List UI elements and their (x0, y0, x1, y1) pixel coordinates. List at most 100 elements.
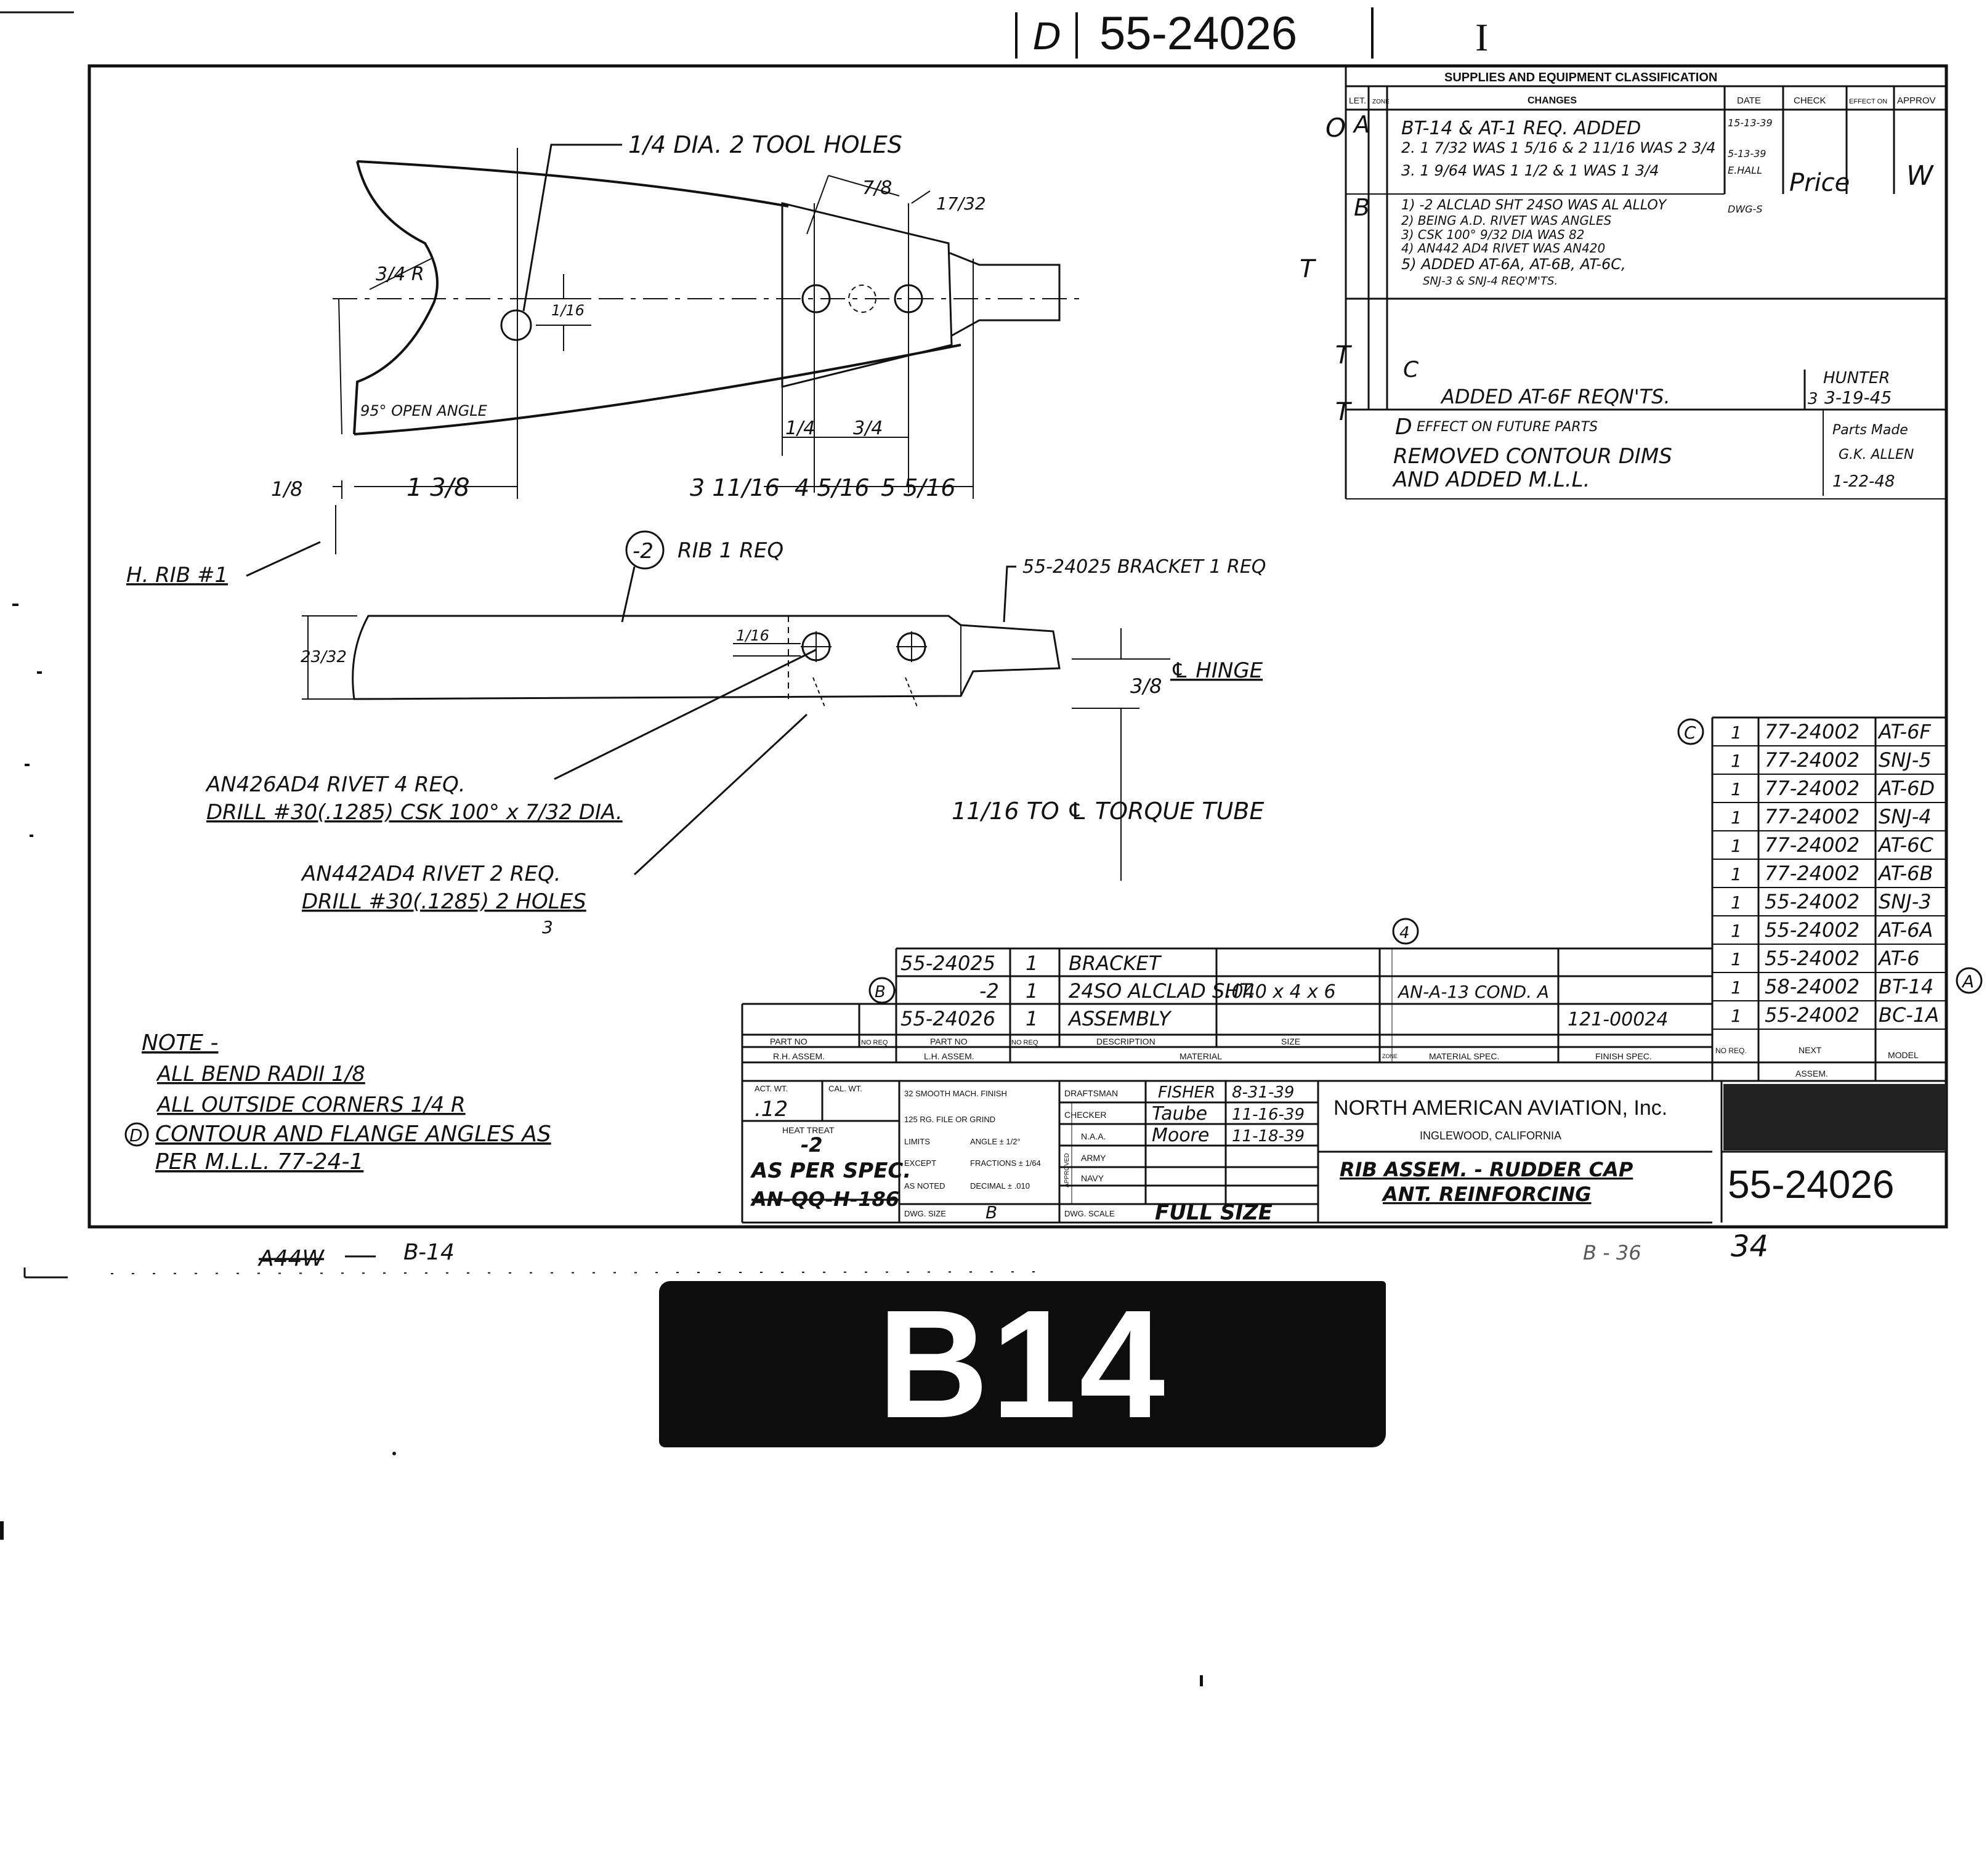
parts-mark-b: B (875, 983, 886, 1001)
parts-size: .040 x 4 x 6 (1226, 981, 1336, 1003)
usage-qty: 1 (1731, 949, 1742, 969)
tb-navy-lbl: NAVY (1081, 1173, 1104, 1183)
usage-model: AT-6B (1877, 862, 1933, 885)
scan-specks (0, 604, 1203, 1686)
rev-b-letter: B (1354, 194, 1370, 221)
margin-marks: O T T T (1300, 113, 1353, 426)
side-view: -2 RIB 1 REQ 55-24025 BRACKET 1 REQ 23/3… (205, 530, 1266, 937)
tb-finish1: 32 SMOOTH MACH. FINISH (904, 1089, 1007, 1098)
rib-semicircle-cutout (353, 161, 439, 435)
tb-spec1: AS PER SPEC. (750, 1158, 911, 1183)
parts-hdr-material: MATERIAL (1180, 1051, 1222, 1061)
usage-model: AT-6C (1877, 833, 1933, 857)
tb-title2: ANT. REINFORCING (1381, 1183, 1592, 1206)
tb-as-noted: AS NOTED (904, 1181, 945, 1191)
parts-req: 1 (1026, 979, 1038, 1003)
rev-b-line1: 1) -2 ALCLAD SHT 24SO WAS AL ALLOY (1401, 198, 1667, 213)
usage-model: BC-1A (1879, 1003, 1939, 1027)
dim-3-8: 3/8 (1130, 674, 1162, 698)
rev-b-line6: SNJ-3 & SNJ-4 REQ'M'TS. (1423, 275, 1558, 288)
parts-hdr-no-req2: NO REQ (1011, 1039, 1038, 1046)
rev-c-date: 3-19-45 (1824, 387, 1892, 408)
tb-angle: ANGLE ± 1/2° (970, 1137, 1021, 1146)
rev-b-line4: 4) AN442 AD4 RIVET WAS AN420 (1401, 241, 1605, 256)
parts-desc: ASSEMBLY (1067, 1007, 1172, 1030)
tb-heat-treat: HEAT TREAT (782, 1125, 835, 1135)
parts-matl: AN-A-13 COND. A (1397, 982, 1549, 1002)
parts-hdr-zone: ZONE (1382, 1053, 1398, 1059)
usage-qty: 1 (1731, 807, 1742, 828)
rev-c-text: ADDED AT-6F REQN'TS. (1440, 385, 1670, 408)
rev-a-date: 15-13-39 (1728, 117, 1773, 129)
dim-5-5-16: 5 5/16 (881, 474, 956, 501)
tb-checker-date: 11-16-39 (1232, 1106, 1305, 1124)
usage-mark-c-bubble (1677, 718, 1704, 745)
usage-mark-c: C (1684, 722, 1696, 743)
parts-hdr-finish-spec: FINISH SPEC. (1595, 1051, 1652, 1061)
usage-qty: 1 (1731, 751, 1742, 771)
parts-hdr-part-no: PART NO (770, 1037, 807, 1046)
rev-c-who: HUNTER (1823, 369, 1890, 387)
parts-mark-b-bubble (868, 977, 896, 1004)
rev-d-letter: D (1395, 414, 1412, 440)
tb-scale-lbl: DWG. SCALE (1064, 1209, 1115, 1218)
tb-draftsman: FISHER (1158, 1083, 1215, 1102)
parts-hdr-lh: L.H. ASSEM. (924, 1051, 974, 1061)
rev-col-zone: ZONE (1372, 99, 1390, 105)
torque-tube-label: 11/16 TO ℄ TORQUE TUBE (952, 798, 1264, 825)
dim-23-32: 23/32 (301, 648, 347, 666)
rivet2-line2: DRILL #30(.1285) 2 HOLES (302, 889, 586, 914)
rev-d-effect: EFFECT ON FUTURE PARTS (1417, 419, 1598, 435)
bottom-right-num: 34 (1731, 1229, 1768, 1264)
parts-mark-4-bubble (1392, 918, 1419, 945)
rev-c-letter: C (1403, 357, 1419, 382)
usage-qty: 1 (1731, 921, 1742, 941)
rev-a-check: Price (1789, 169, 1850, 197)
tb-naa: Moore (1152, 1125, 1209, 1146)
usage-row-lines (1712, 745, 1946, 1030)
header-class-mark: I (1475, 15, 1488, 59)
bottom-right-note: B - 36 (1583, 1241, 1641, 1264)
usage-model: SNJ-4 (1879, 805, 1932, 828)
dim-side-sixteenth: 1/16 (736, 627, 769, 644)
rev-col-changes: CHANGES (1528, 95, 1577, 106)
bracket-label: 55-24025 BRACKET 1 REQ (1022, 556, 1266, 578)
tb-heat-dash: -2 (801, 1133, 823, 1157)
rev-b-line3: 3) CSK 100° 9/32 DIA WAS 82 (1401, 227, 1585, 242)
tb-limits: LIMITS (904, 1137, 930, 1146)
usage-assem: 55-24002 (1765, 947, 1860, 970)
parts-part-no: 55-24025 (900, 952, 995, 975)
rib-label: RIB 1 REQ (678, 538, 783, 563)
drawing-frame (0, 11, 1948, 1279)
notes-line1: ALL BEND RADII 1/8 (156, 1062, 365, 1086)
rev-b-line2: 2) BEING A.D. RIVET WAS ANGLES (1401, 213, 1612, 228)
dim-sixteenth: 1/16 (551, 302, 585, 319)
rev-d-who: G.K. ALLEN (1839, 447, 1914, 463)
h-rib-label: H. RIB #1 (126, 563, 228, 588)
bottom-strike: A44W (257, 1246, 325, 1271)
rib-callout-bubble (625, 530, 665, 570)
usage-qty: 1 (1731, 722, 1742, 743)
tb-company: NORTH AMERICAN AVIATION, Inc. (1333, 1096, 1667, 1120)
bracket-hole-1 (801, 284, 831, 313)
open-angle-label: 95° OPEN ANGLE (360, 402, 488, 419)
tb-weight: .12 (755, 1097, 788, 1122)
tb-cal-wt: CAL. WT. (828, 1084, 862, 1093)
usage-hdr-assem: ASSEM. (1795, 1069, 1828, 1078)
bottom-annotations: A44W B-14 B - 36 34 (257, 1229, 1768, 1271)
parts-part-no: -2 (979, 979, 999, 1003)
rev-b-line5: 5) ADDED AT-6A, AT-6B, AT-6C, (1401, 256, 1626, 273)
usage-model: BT-14 (1879, 975, 1933, 998)
rivet2-line1: AN442AD4 RIVET 2 REQ. (301, 862, 561, 886)
header-drawing-number: 55-24026 (1099, 7, 1297, 60)
margin-mark-t3: T (1335, 398, 1353, 426)
parts-hdr-part-no2: PART NO (930, 1037, 968, 1046)
tb-decimal: DECIMAL ± .010 (970, 1181, 1030, 1191)
rev-d-line1: REMOVED CONTOUR DIMS (1393, 444, 1672, 469)
usage-assem: 77-24002 (1765, 833, 1860, 857)
rev-d-date: 1-22-48 (1832, 472, 1895, 491)
tb-checker-lbl: CHECKER (1064, 1110, 1106, 1120)
dim-1-3-8: 1 3/8 (407, 474, 470, 502)
header-number-block: D 55-24026 I (1015, 7, 1488, 60)
tb-dwg-size-lbl: DWG. SIZE (904, 1209, 946, 1218)
